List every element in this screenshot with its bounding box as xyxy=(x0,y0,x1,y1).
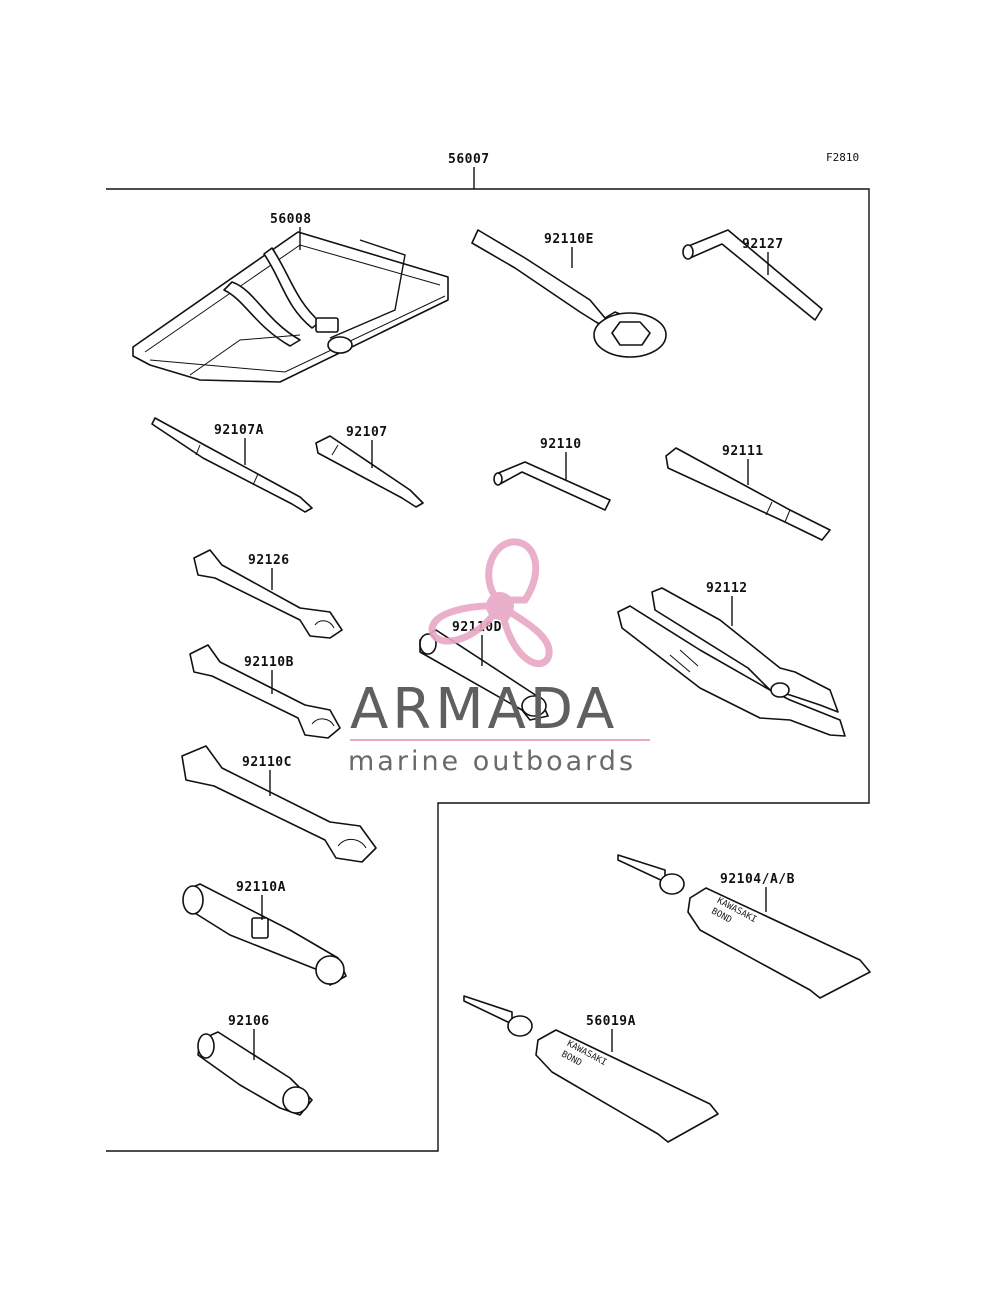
label-92110C: 92110C xyxy=(242,755,292,770)
label-92110: 92110 xyxy=(540,437,582,452)
screwdriver-drawing xyxy=(315,435,424,508)
label-92126: 92126 xyxy=(248,553,290,568)
label-92107: 92107 xyxy=(346,425,388,440)
label-92112: 92112 xyxy=(706,581,748,596)
label-56008: 56008 xyxy=(270,212,312,227)
label-92104AB: 92104/A/B xyxy=(720,872,795,887)
figure-code: F2810 xyxy=(826,151,859,164)
screwdriver-double-drawing xyxy=(151,417,313,513)
ring-wrench-drawing xyxy=(471,229,667,358)
label-56019A: 56019A xyxy=(586,1014,636,1029)
label-92106: 92106 xyxy=(228,1014,270,1029)
label-92107A: 92107A xyxy=(214,423,264,438)
kit-boundary-line xyxy=(106,188,870,1152)
bond-tube-1-drawing: KAWASAKI BOND xyxy=(617,854,871,999)
label-92110E: 92110E xyxy=(544,232,594,247)
armada-watermark: ARMADA marine outboards xyxy=(348,538,650,777)
propeller-logo-icon xyxy=(428,538,553,668)
watermark-brand: ARMADA xyxy=(350,677,618,742)
pliers-drawing xyxy=(617,587,846,737)
tool-case-drawing xyxy=(132,231,449,383)
label-56007: 56007 xyxy=(448,152,490,167)
label-92127: 92127 xyxy=(742,237,784,252)
handle-bar-drawing xyxy=(665,447,831,541)
label-92111: 92111 xyxy=(722,444,764,459)
spanner-large-drawing xyxy=(181,745,377,863)
hex-key-small-drawing xyxy=(493,461,611,511)
socket-wrench-drawing xyxy=(182,883,347,986)
hex-key-large-drawing xyxy=(682,229,823,321)
spanner-small-drawing xyxy=(193,549,343,639)
spanner-medium-drawing xyxy=(189,644,341,739)
label-92110B: 92110B xyxy=(244,655,294,670)
socket-adapter-drawing xyxy=(197,1031,313,1116)
label-92110A: 92110A xyxy=(236,880,286,895)
watermark-tagline: marine outboards xyxy=(348,746,636,777)
bond-tube-2-drawing: KAWASAKI BOND xyxy=(463,995,719,1143)
